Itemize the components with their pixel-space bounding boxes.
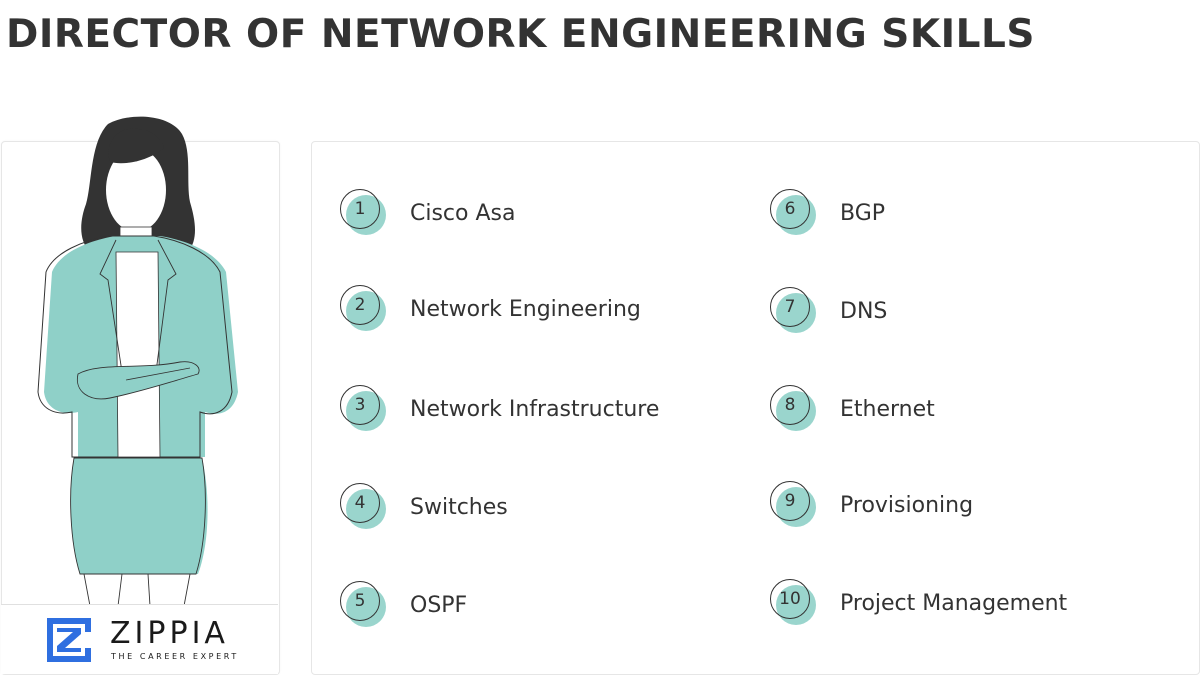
- brand-tagline: THE CAREER EXPERT: [111, 652, 239, 661]
- number-badge-icon: 10: [770, 579, 818, 627]
- skill-item: 5 OSPF: [340, 580, 467, 630]
- number-badge-icon: 3: [340, 385, 388, 433]
- brand-name: ZIPPIA: [110, 616, 229, 651]
- skill-label: OSPF: [410, 592, 468, 618]
- skill-label: Network Engineering: [410, 296, 641, 322]
- page-title: DIRECTOR OF NETWORK ENGINEERING SKILLS: [6, 12, 1035, 57]
- number-badge-icon: 2: [340, 285, 388, 333]
- skill-item: 9 Provisioning: [770, 480, 973, 530]
- skill-label: Ethernet: [840, 396, 935, 422]
- skill-item: 7 DNS: [770, 286, 887, 336]
- zippia-z-logo-icon: [47, 618, 91, 662]
- skill-label: Network Infrastructure: [410, 396, 660, 422]
- skills-card: [311, 141, 1200, 675]
- woman-illustration-icon: [37, 116, 238, 606]
- skill-item: 6 BGP: [770, 188, 885, 238]
- number-badge-icon: 6: [770, 189, 818, 237]
- skill-label: BGP: [840, 200, 886, 226]
- skill-item: 3 Network Infrastructure: [340, 384, 659, 434]
- skill-label: DNS: [840, 298, 888, 324]
- number-badge-icon: 7: [770, 287, 818, 335]
- skill-label: Project Management: [840, 590, 1068, 616]
- skill-item: 1 Cisco Asa: [340, 188, 515, 238]
- skill-label: Provisioning: [840, 492, 974, 518]
- skill-item: 2 Network Engineering: [340, 284, 641, 334]
- skill-item: 4 Switches: [340, 482, 508, 532]
- number-badge-icon: 5: [340, 581, 388, 629]
- skill-label: Switches: [410, 494, 508, 520]
- number-badge-icon: 8: [770, 385, 818, 433]
- skill-item: 8 Ethernet: [770, 384, 935, 434]
- number-badge-icon: 4: [340, 483, 388, 531]
- number-badge-icon: 1: [340, 189, 388, 237]
- skill-label: Cisco Asa: [410, 200, 516, 226]
- skill-item: 10 Project Management: [770, 578, 1067, 628]
- number-badge-icon: 9: [770, 481, 818, 529]
